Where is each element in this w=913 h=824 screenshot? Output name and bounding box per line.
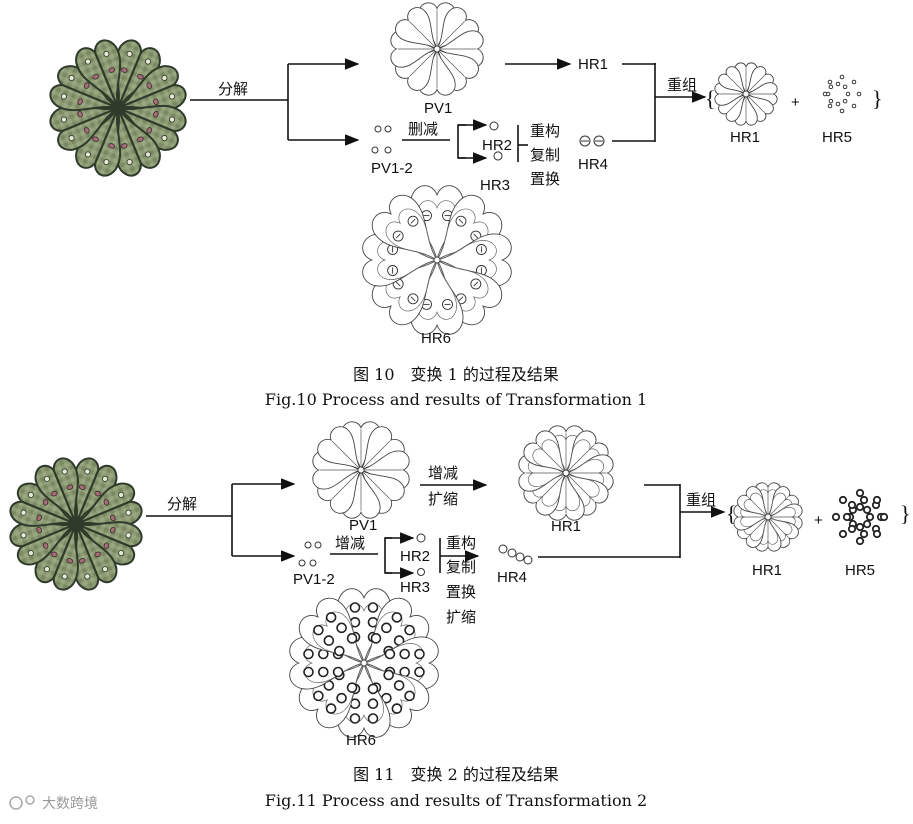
step-delete-label: 删减 xyxy=(408,120,438,138)
hr2-label: HR2 xyxy=(482,137,512,154)
pv1-2-motifs-2 xyxy=(298,541,322,567)
watermark: 大数跨境 xyxy=(9,795,98,812)
hr1-label-2: HR1 xyxy=(551,518,581,535)
bracket-hr2-hr3-2 xyxy=(384,537,392,574)
step-decompose-label-2: 分解 xyxy=(167,495,197,513)
watermark-logo-icon xyxy=(9,796,23,810)
result-hr5-scatter-2 xyxy=(831,488,889,546)
step-recombine-label-2: 重组 xyxy=(686,491,716,509)
step-increase-label-2: 增减 xyxy=(335,534,365,552)
figure-10: 分解 PV1 HR1 PV1-2 删减 HR2 HR3 重构 复制 置换 xyxy=(49,2,883,409)
op-replace: 置换 xyxy=(530,170,560,188)
brace-close-2: } xyxy=(900,501,911,526)
hr4-motifs xyxy=(579,135,605,147)
op-expand-2: 扩缩 xyxy=(446,608,476,626)
hr4-label: HR4 xyxy=(578,156,608,173)
pv1-2-label: PV1-2 xyxy=(371,160,413,177)
hr6-flower-2 xyxy=(289,588,439,738)
pv1-label: PV1 xyxy=(424,100,452,117)
pv1-outline-flower xyxy=(390,2,484,96)
result-hr1-flower xyxy=(714,62,778,126)
caption-en-fig10: Fig.10 Process and results of Transforma… xyxy=(265,390,647,409)
hr1-flower-2 xyxy=(518,425,614,521)
result-hr1-flower-2 xyxy=(733,482,803,552)
result-hr5-label-2: HR5 xyxy=(845,562,875,579)
pv1-2-label-2: PV1-2 xyxy=(293,571,335,588)
hr2-motif-2 xyxy=(416,533,426,543)
op-reconstruct: 重构 xyxy=(530,122,560,140)
brace-open-2: { xyxy=(726,501,737,526)
pv1-outline-flower-2 xyxy=(312,421,410,519)
bracket-hr2-hr3 xyxy=(457,124,466,159)
hr4-label-2: HR4 xyxy=(497,569,527,586)
result-hr5-label: HR5 xyxy=(822,129,852,146)
fabric-flower-original-2 xyxy=(9,457,143,591)
op-copy: 复制 xyxy=(530,146,560,164)
caption-cn-fig11: 图 11 变换 2 的过程及结果 xyxy=(353,765,559,784)
plus-sign: + xyxy=(791,94,800,111)
op-replace-2: 置换 xyxy=(446,583,476,601)
caption-cn-fig10: 图 10 变换 1 的过程及结果 xyxy=(353,365,559,384)
figure-11: 分解 PV1 增减 扩缩 HR1 PV1-2 增减 HR2 HR3 重构 复制 … xyxy=(9,421,911,810)
op-copy-2: 复制 xyxy=(446,558,476,576)
result-hr1-label-2: HR1 xyxy=(752,562,782,579)
hr2-label-2: HR2 xyxy=(400,548,430,565)
hr4-motifs-2 xyxy=(498,544,533,565)
watermark-text: 大数跨境 xyxy=(42,796,98,812)
hr3-motif-2 xyxy=(417,568,425,576)
step-recombine-label: 重组 xyxy=(667,76,697,94)
pv1-2-motifs xyxy=(371,125,392,154)
hr6-label-2: HR6 xyxy=(346,732,376,749)
result-hr1-label: HR1 xyxy=(730,129,760,146)
pv1-label-2: PV1 xyxy=(349,517,377,534)
hr6-label: HR6 xyxy=(421,330,451,347)
fabric-flower-original xyxy=(49,39,187,177)
op-reconstruct-2: 重构 xyxy=(446,534,476,552)
step-increase-label: 增减 xyxy=(428,464,458,482)
result-hr5-scatter xyxy=(822,74,862,114)
hr1-label: HR1 xyxy=(578,56,608,73)
caption-en-fig11: Fig.11 Process and results of Transforma… xyxy=(265,791,647,810)
brace-open: { xyxy=(705,86,716,111)
brace-close: } xyxy=(872,86,883,111)
hr3-label: HR3 xyxy=(480,177,510,194)
hr6-flower xyxy=(362,185,512,335)
hr2-motif xyxy=(489,121,499,131)
plus-sign-2: + xyxy=(814,512,823,529)
step-expand-label: 扩缩 xyxy=(428,490,458,508)
step-decompose-label: 分解 xyxy=(218,80,248,98)
hr3-motif xyxy=(493,151,503,161)
hr3-label-2: HR3 xyxy=(400,579,430,596)
